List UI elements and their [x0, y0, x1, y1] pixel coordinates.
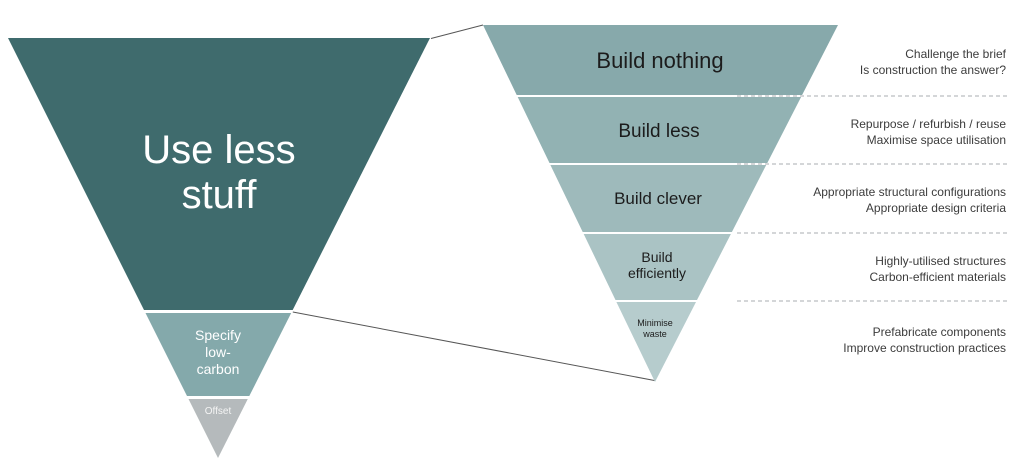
note-build-efficiently-line-2: Carbon-efficient materials — [869, 270, 1006, 284]
note-build-clever-line-1: Appropriate structural configurations — [813, 185, 1006, 199]
layer-minimise-waste — [616, 302, 696, 382]
note-build-clever-line-2: Appropriate design criteria — [866, 201, 1006, 215]
layer-minimise-waste-label-line-1: Minimise — [637, 318, 673, 328]
layer-build-efficiently — [583, 234, 731, 300]
specify-low-carbon-label-line-3: carbon — [197, 361, 240, 377]
use-less-stuff-label-line-2: stuff — [182, 173, 258, 217]
note-minimise-waste-line-1: Prefabricate components — [873, 325, 1006, 339]
note-minimise-waste-line-2: Improve construction practices — [843, 341, 1006, 355]
section-use-less-stuff — [8, 38, 430, 310]
layer-build-clever — [550, 165, 767, 232]
specify-low-carbon-label-line-1: Specify — [195, 327, 241, 343]
layer-build-nothing — [483, 25, 838, 95]
zoom-connector-top-line — [430, 24, 484, 39]
note-build-less-line-2: Maximise space utilisation — [867, 133, 1006, 147]
note-build-nothing-line-2: Is construction the answer? — [860, 63, 1006, 77]
layer-build-less-label: Build less — [618, 121, 699, 142]
note-build-nothing-line-1: Challenge the brief — [905, 47, 1006, 61]
layer-build-efficiently-label-line-1: Build — [641, 249, 672, 265]
section-offset — [188, 399, 248, 458]
layer-build-less — [517, 97, 802, 163]
offset-label: Offset — [205, 406, 232, 417]
layer-minimise-waste-label-line-2: waste — [642, 329, 667, 339]
layer-build-nothing-label: Build nothing — [596, 48, 723, 73]
note-build-less-line-1: Repurpose / refurbish / reuse — [851, 117, 1007, 131]
layer-build-efficiently-label-line-2: efficiently — [628, 265, 686, 281]
use-less-stuff-label-line-1: Use less — [142, 128, 295, 172]
specify-low-carbon-label-line-2: low- — [205, 344, 231, 360]
section-specify-low-carbon — [145, 313, 292, 396]
layer-build-clever-label: Build clever — [614, 189, 702, 208]
note-build-efficiently-line-1: Highly-utilised structures — [875, 254, 1006, 268]
zoom-connector-bottom-line — [292, 311, 655, 381]
